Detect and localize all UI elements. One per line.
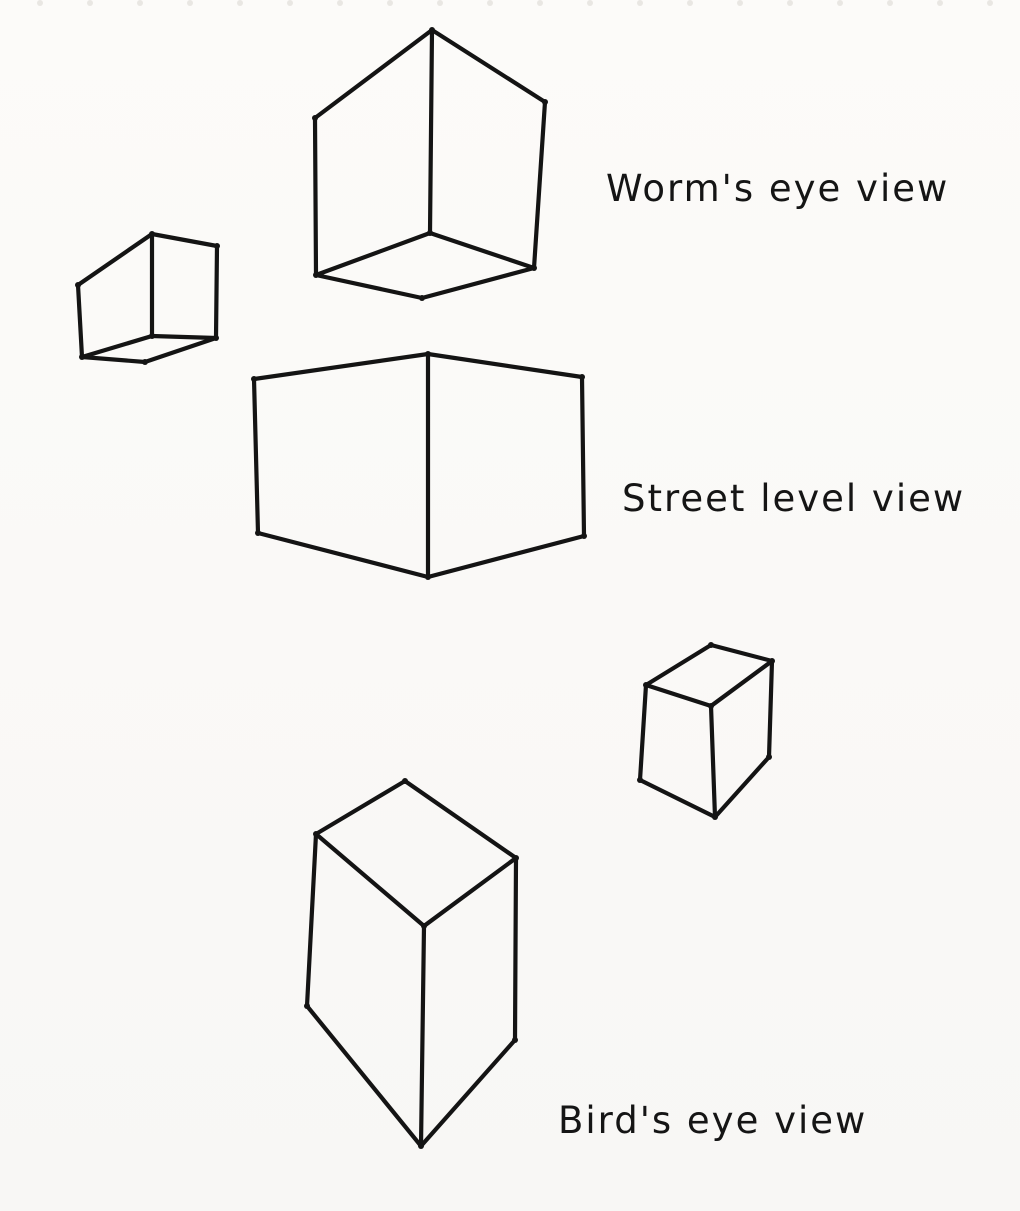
label-street-level-view: Street level view xyxy=(622,477,966,520)
notebook-perforation xyxy=(37,0,993,6)
label-worms-eye-view: Worm's eye view xyxy=(606,167,950,210)
label-birds-eye-view: Bird's eye view xyxy=(558,1099,868,1142)
small-cube-birds-eye xyxy=(637,642,775,820)
cube-street-level xyxy=(251,351,587,580)
large-cube-birds-eye xyxy=(304,778,519,1149)
large-cube-worms-eye xyxy=(312,27,548,301)
small-cube-worms-eye xyxy=(75,231,220,365)
